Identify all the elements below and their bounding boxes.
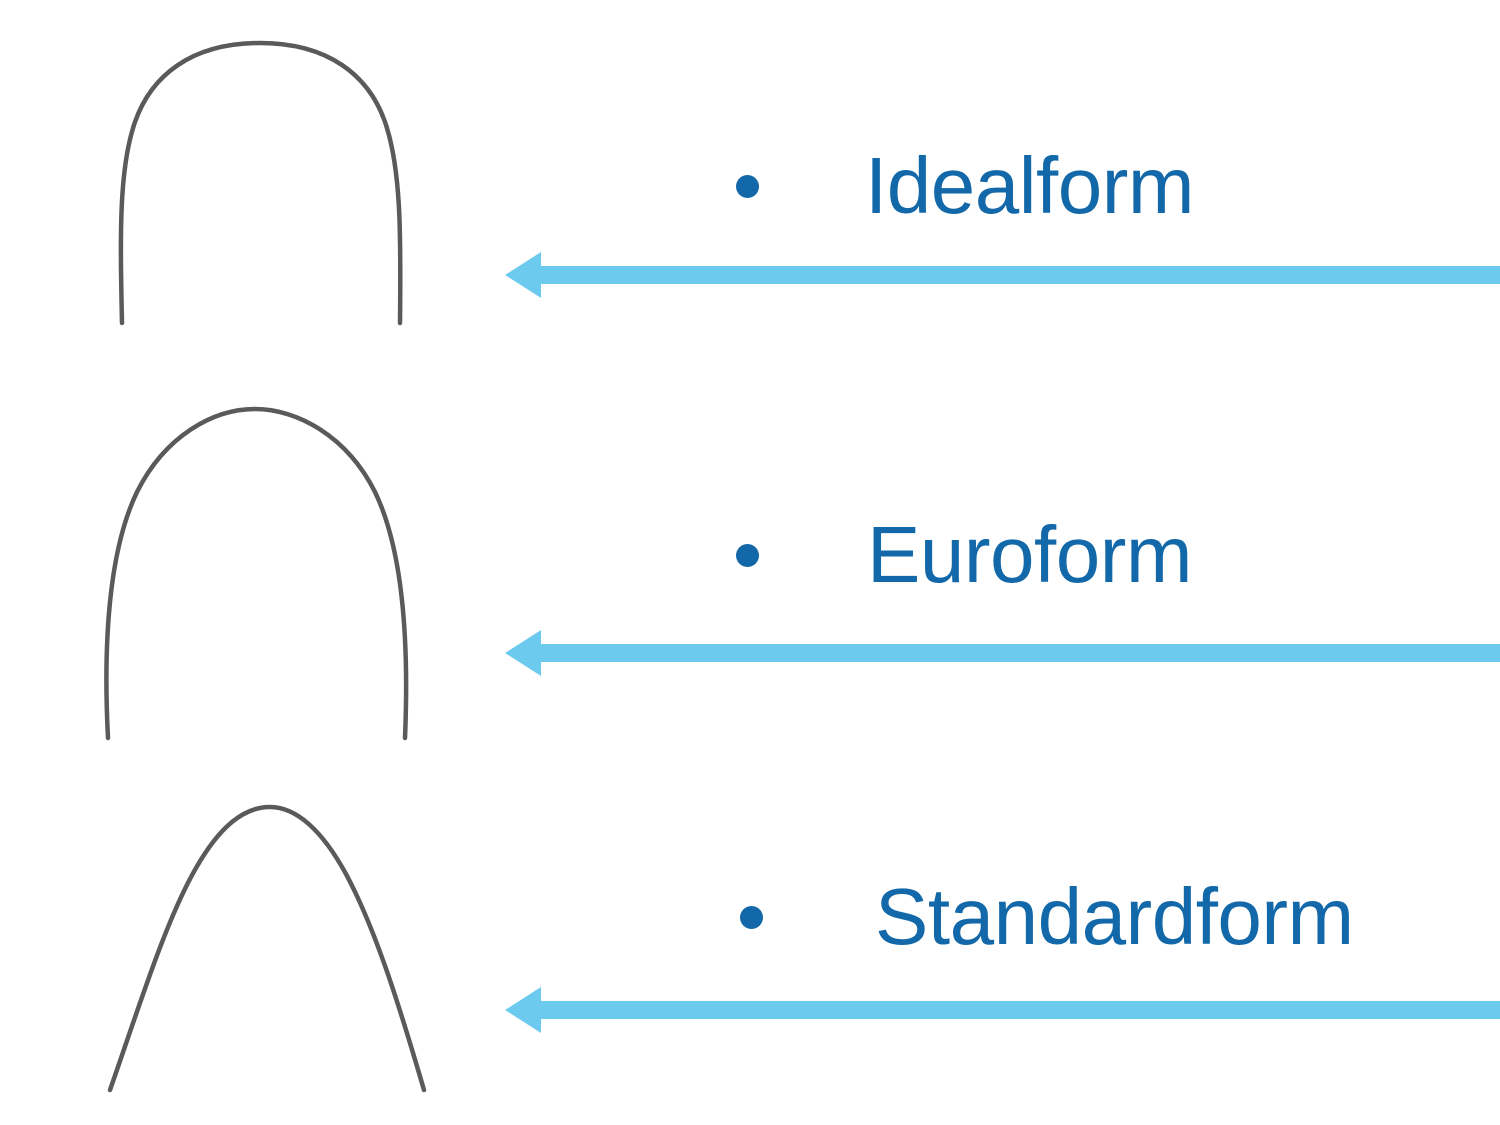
archwire-figure-idealform bbox=[95, 18, 425, 338]
bullet-icon-idealform bbox=[736, 174, 759, 198]
bullet-row-idealform[interactable]: Idealform bbox=[736, 146, 1194, 226]
archwire-figure-euroform bbox=[85, 400, 425, 748]
archwire-icon bbox=[118, 40, 403, 326]
arrow-row-euroform bbox=[505, 628, 1500, 678]
bullet-label-standardform: Standardform bbox=[875, 872, 1354, 961]
arrow-row-idealform bbox=[505, 250, 1500, 300]
bullet-icon-standardform bbox=[740, 905, 763, 929]
bullet-icon-euroform bbox=[736, 543, 759, 567]
bullet-row-euroform[interactable]: Euroform bbox=[736, 515, 1192, 595]
archwire-icon bbox=[104, 406, 409, 741]
bullet-row-standardform[interactable]: Standardform bbox=[740, 877, 1354, 957]
arrow-row-standardform bbox=[505, 985, 1500, 1035]
arrow-left-icon bbox=[505, 630, 1500, 676]
archwire-icon bbox=[107, 804, 427, 1093]
arrow-left-icon bbox=[505, 252, 1500, 298]
archwire-figure-standardform bbox=[88, 790, 438, 1100]
bullet-label-euroform: Euroform bbox=[867, 510, 1192, 599]
bullet-label-idealform: Idealform bbox=[865, 141, 1194, 230]
arrow-left-icon bbox=[505, 987, 1500, 1033]
